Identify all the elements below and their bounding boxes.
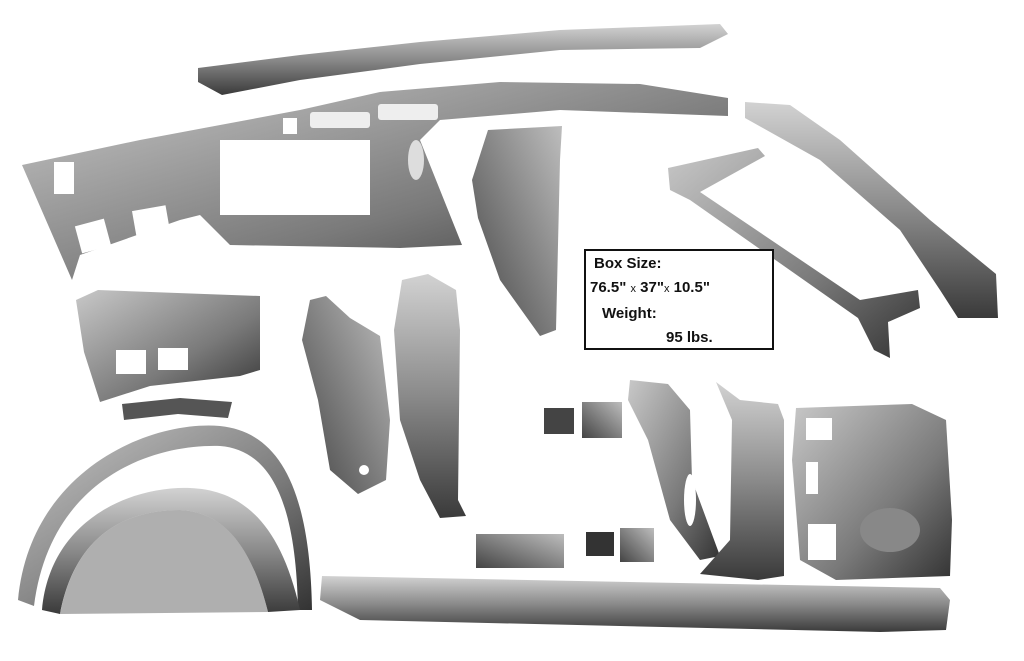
rocker-panel — [320, 576, 950, 632]
weight-value: 95 lbs. — [666, 329, 713, 346]
box-size-label: Box Size: — [594, 255, 662, 272]
inner-wheelhouse — [42, 487, 300, 614]
kick-panel-strip — [122, 398, 232, 420]
inner-pillar-left — [302, 296, 390, 494]
weight-label: Weight: — [602, 305, 657, 322]
small-bracket-4 — [620, 528, 654, 562]
kick-panel — [76, 290, 260, 402]
small-bracket-3 — [586, 532, 614, 556]
small-bracket-1 — [544, 408, 574, 434]
small-bracket-2 — [582, 402, 622, 438]
outer-wheelhouse — [18, 425, 312, 610]
dim-height: 10.5" — [673, 279, 710, 296]
roof-rail — [745, 102, 998, 318]
box-dimensions: 76.5" x 37"x 10.5" — [590, 279, 710, 296]
inner-pillar-right — [394, 274, 466, 518]
cowl-top-panel — [198, 24, 728, 95]
windshield-frame-pillar — [668, 148, 920, 358]
quarter-inner-panel — [792, 404, 952, 580]
a-pillar-brace — [472, 126, 562, 336]
hinge-bracket — [628, 380, 720, 560]
dash-firewall-panel — [22, 82, 728, 280]
floor-bracket — [476, 534, 564, 568]
box-info-panel: Box Size: 76.5" x 37"x 10.5" Weight: 95 … — [584, 249, 774, 350]
dim-length: 76.5" — [590, 279, 627, 296]
dim-width: 37" — [640, 279, 664, 296]
door-hinge-pillar — [700, 382, 784, 580]
